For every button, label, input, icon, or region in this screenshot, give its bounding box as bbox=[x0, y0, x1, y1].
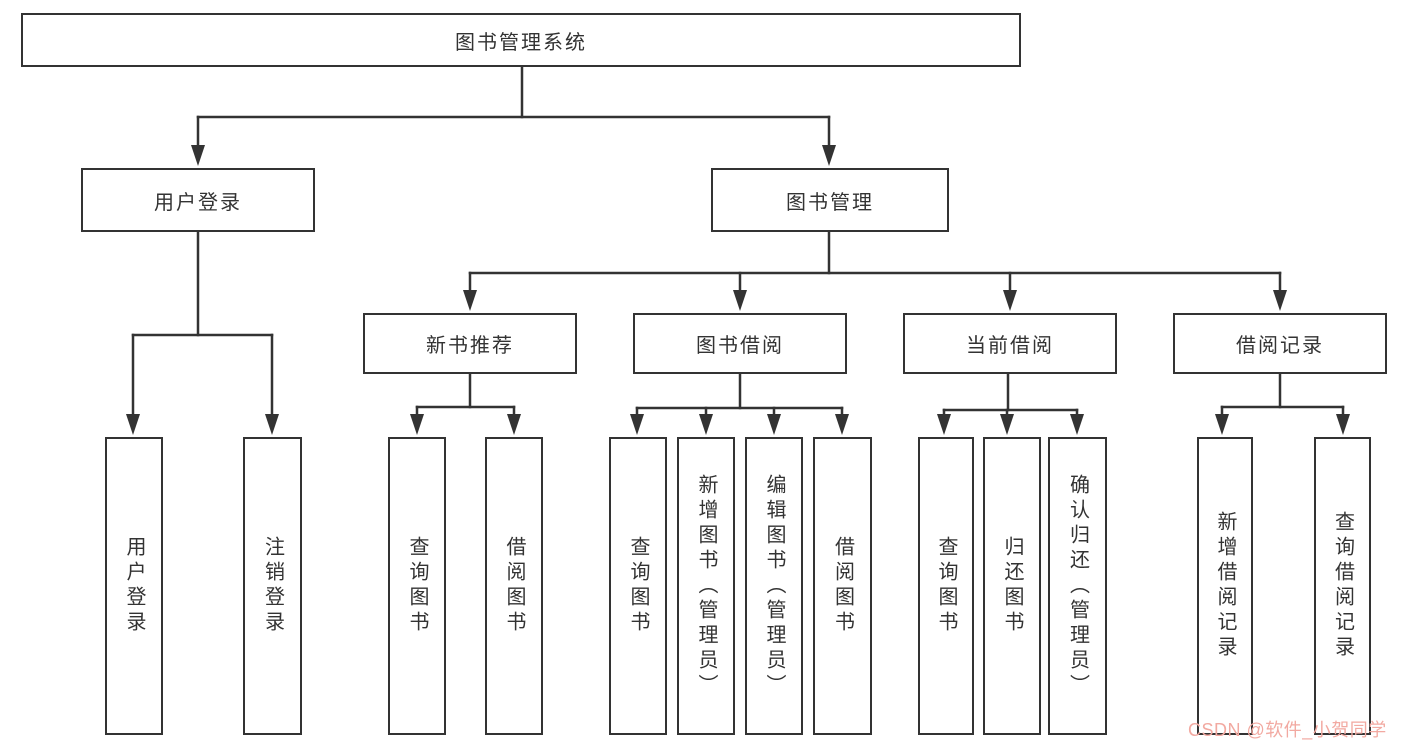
leaf-return-books: 归还图书 bbox=[983, 437, 1041, 735]
node-root: 图书管理系统 bbox=[21, 13, 1021, 67]
leaf-borrow-books-borrowing: 借阅图书 bbox=[813, 437, 872, 735]
node-borrowing-records: 借阅记录 bbox=[1173, 313, 1387, 374]
leaf-query-books-current: 查询图书 bbox=[918, 437, 974, 735]
leaf-confirm-return-admin: 确认归还（管理员） bbox=[1048, 437, 1107, 735]
node-new-book-recommend: 新书推荐 bbox=[363, 313, 577, 374]
leaf-logout: 注销登录 bbox=[243, 437, 302, 735]
node-book-borrowing: 图书借阅 bbox=[633, 313, 847, 374]
node-user-login: 用户登录 bbox=[81, 168, 315, 232]
leaf-edit-books-admin: 编辑图书（管理员） bbox=[745, 437, 803, 735]
leaf-query-borrow-record: 查询借阅记录 bbox=[1314, 437, 1371, 735]
leaf-query-books-recommend: 查询图书 bbox=[388, 437, 446, 735]
node-current-borrowing: 当前借阅 bbox=[903, 313, 1117, 374]
csdn-watermark: CSDN @软件_小贺同学 bbox=[1188, 720, 1387, 740]
leaf-add-books-admin: 新增图书（管理员） bbox=[677, 437, 735, 735]
leaf-query-books-borrowing: 查询图书 bbox=[609, 437, 667, 735]
leaf-borrow-books-recommend: 借阅图书 bbox=[485, 437, 543, 735]
node-book-management: 图书管理 bbox=[711, 168, 949, 232]
leaf-add-borrow-record: 新增借阅记录 bbox=[1197, 437, 1253, 735]
leaf-user-login: 用户登录 bbox=[105, 437, 163, 735]
